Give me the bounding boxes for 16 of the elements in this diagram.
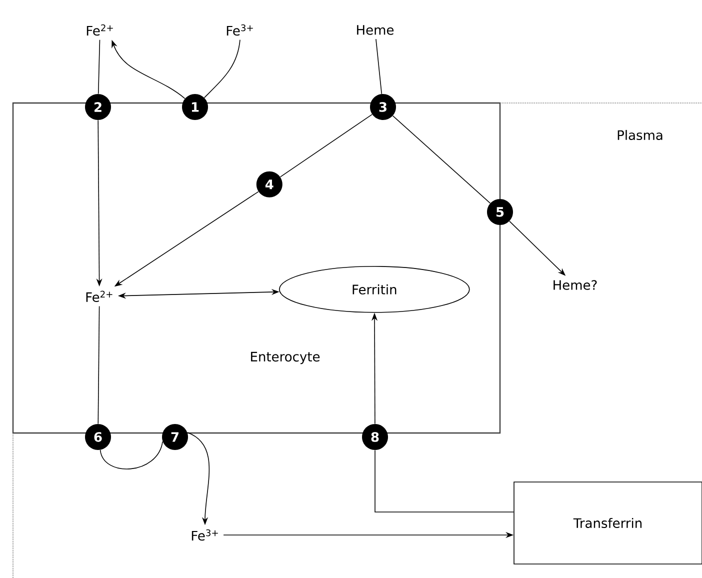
species-label: Fe$^{2+}$	[86, 24, 113, 36]
connector-line	[98, 306, 100, 424]
transferrin-box: Transferrin	[514, 482, 702, 564]
connector-line	[100, 441, 163, 470]
connector-line	[392, 115, 491, 204]
connector-line	[98, 39, 100, 94]
connector-line	[376, 38, 382, 94]
region-label: Plasma	[618, 130, 662, 140]
species-label: Fe$^{2+}$	[86, 290, 112, 302]
species-label: Fe$^{3+}$	[192, 529, 218, 541]
species-label: Heme	[357, 25, 394, 35]
connector-line	[280, 114, 372, 178]
connector-line	[374, 450, 514, 512]
connector-line	[204, 39, 240, 98]
species-label: Heme?	[554, 280, 597, 290]
species-label: Fe$^{3+}$	[226, 24, 253, 36]
